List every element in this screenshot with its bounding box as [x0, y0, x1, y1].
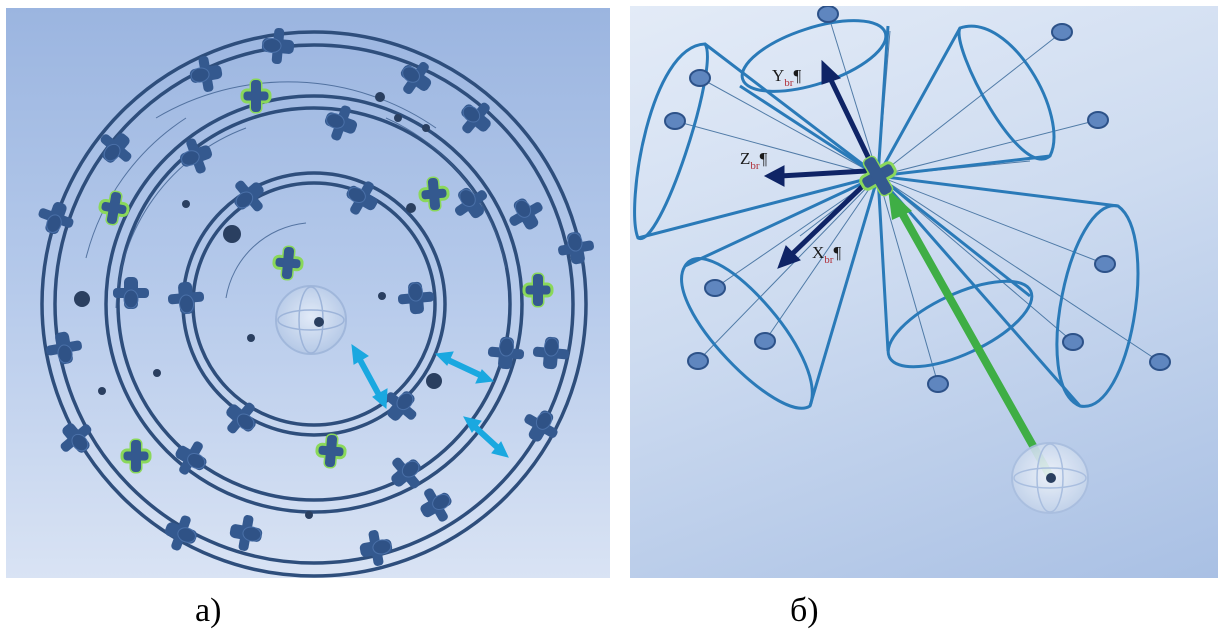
- sphere-icon: [275, 285, 347, 355]
- sphere-icon: [1011, 442, 1089, 514]
- y-axis-arrow-icon: [827, 75, 873, 164]
- panel-b-cone-diagram: Ybr¶ Zbr¶ Xbr¶: [630, 6, 1218, 578]
- nodes: [664, 6, 1171, 393]
- ring-diagram-canvas: [33, 26, 598, 578]
- svg-text:Zbr¶: Zbr¶: [740, 149, 768, 172]
- z-axis-arrow-icon: [777, 168, 869, 179]
- svg-text:Ybr¶: Ybr¶: [772, 66, 801, 89]
- caption-b: б): [790, 592, 819, 629]
- panel-a-ring-diagram: [6, 8, 610, 578]
- axis-label-y: Ybr¶: [772, 66, 801, 89]
- thin-arcs: [85, 81, 507, 309]
- caption-a: а): [195, 592, 222, 629]
- axis-label-z: Zbr¶: [740, 149, 768, 172]
- highlighted-sensors: [95, 78, 554, 474]
- x-axis-arrow-icon: [787, 178, 871, 259]
- center-sensor-icon: [859, 155, 897, 197]
- axis-label-x: Xbr¶: [812, 243, 841, 266]
- svg-text:Xbr¶: Xbr¶: [812, 243, 841, 266]
- cones: [633, 19, 1140, 410]
- green-arrow-icon: [888, 189, 1054, 480]
- rays: [674, 13, 1161, 385]
- dots: [74, 92, 442, 519]
- axis-arrows: [763, 59, 873, 269]
- double-arrow-icon: [351, 343, 509, 458]
- cone-diagram-canvas: Ybr¶ Zbr¶ Xbr¶: [633, 6, 1171, 514]
